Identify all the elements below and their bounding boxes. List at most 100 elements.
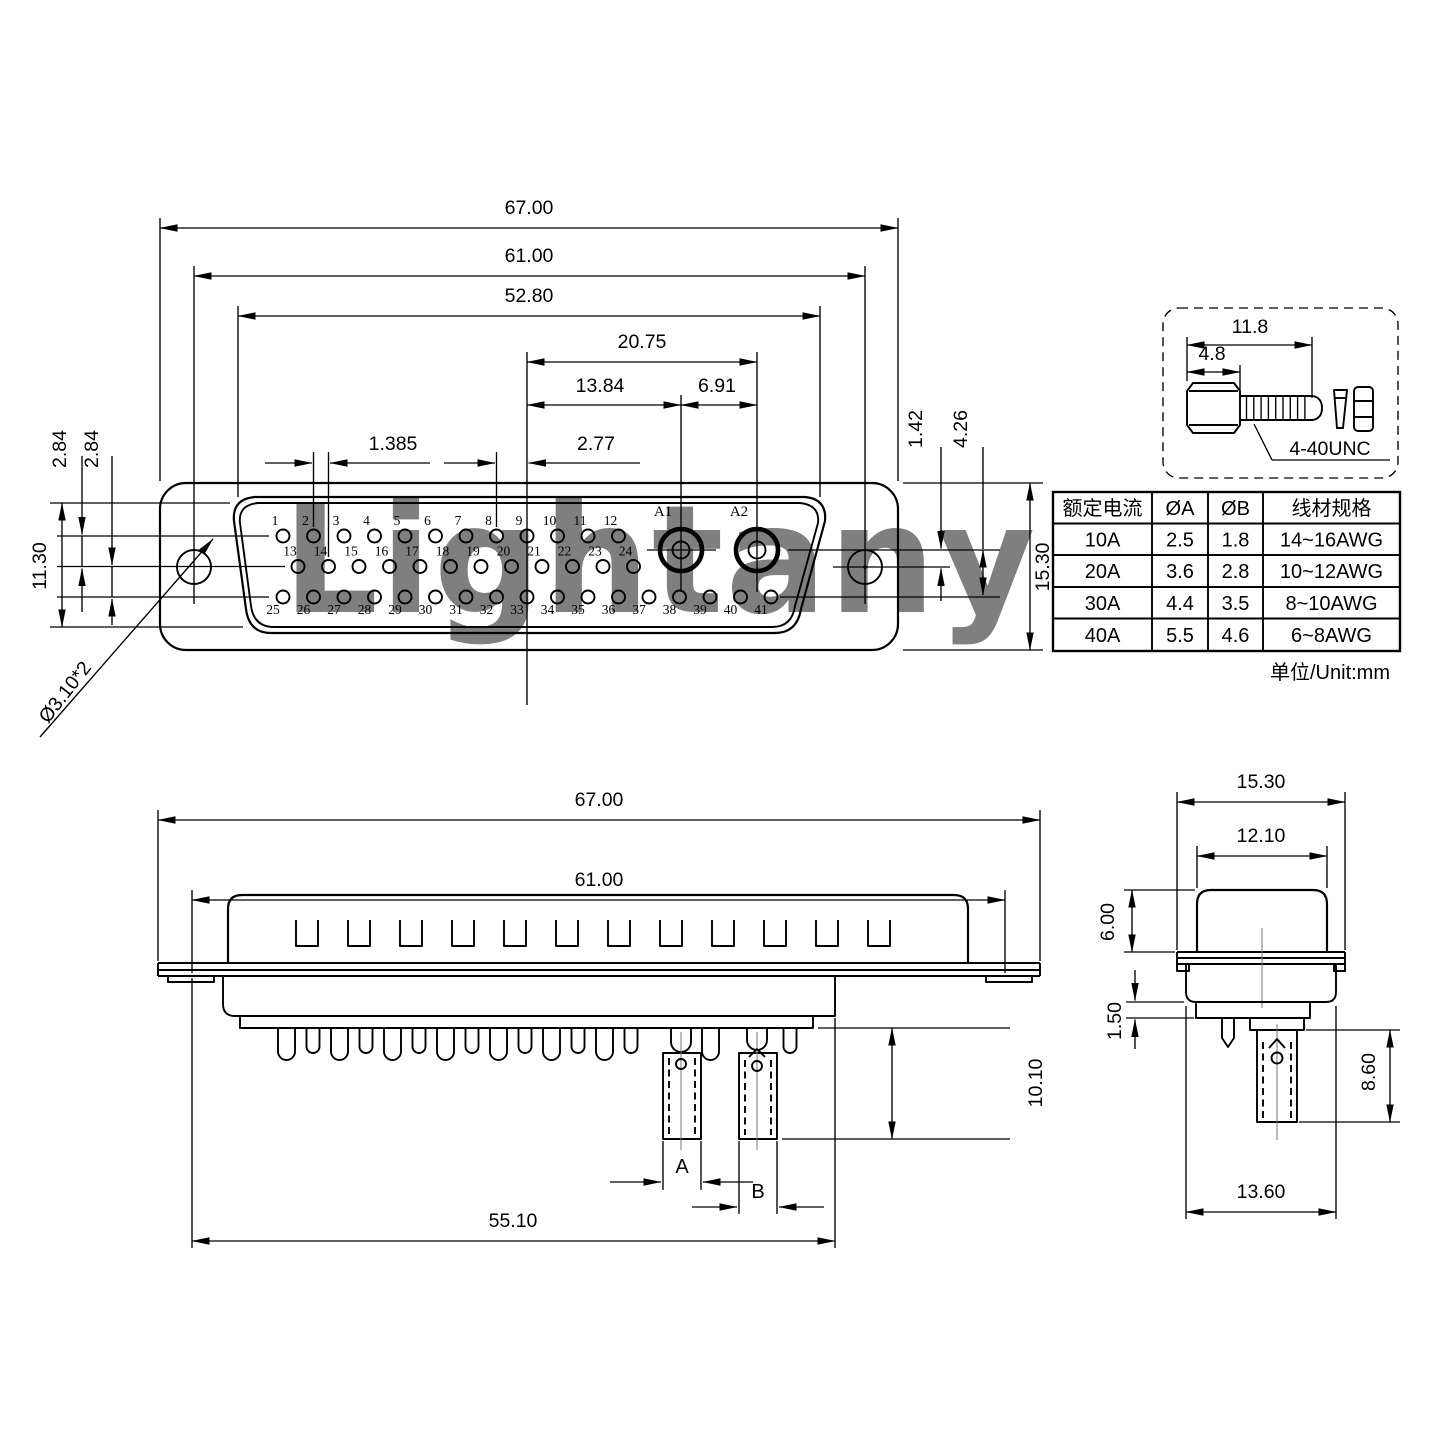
table-border xyxy=(1051,490,1402,653)
table-data-cell: 8~10AWG xyxy=(1285,593,1377,615)
dim-screw-length: 11.8 xyxy=(1232,316,1269,338)
table-header-cell: 额定电流 xyxy=(1063,497,1143,520)
pin-contact xyxy=(367,589,382,605)
shell-slot xyxy=(347,920,371,947)
shell-slot xyxy=(815,920,839,947)
pin-number: 34 xyxy=(541,602,555,617)
pin-number: 9 xyxy=(516,513,523,528)
pin-contact xyxy=(321,559,336,574)
table-data-cell: 3.5 xyxy=(1222,593,1250,615)
shell-slot xyxy=(399,920,423,947)
pin-number: 26 xyxy=(297,602,311,617)
table-data-cell: 14~16AWG xyxy=(1280,529,1383,551)
pin-contact xyxy=(473,559,489,574)
table-data-cell: 1.8 xyxy=(1222,529,1250,551)
pin-contact xyxy=(458,589,474,605)
pv-shell xyxy=(1195,888,1329,952)
shell-slot xyxy=(607,920,631,947)
solder-pin xyxy=(570,1028,586,1054)
shell-slot xyxy=(763,920,787,947)
sv-tab-left xyxy=(167,975,215,983)
pv-insulator xyxy=(1185,964,1337,1003)
shell-slot xyxy=(711,920,735,947)
pin-number: 30 xyxy=(419,602,433,617)
pin-number: 15 xyxy=(344,544,358,559)
pin-number: 36 xyxy=(602,602,616,617)
shell-slot xyxy=(295,920,319,947)
pin-contact xyxy=(763,589,779,605)
pin-contact xyxy=(504,559,519,574)
dim-row-gap-1: 2.84 xyxy=(49,430,71,468)
pin-contact xyxy=(306,528,321,544)
solder-pin xyxy=(358,1028,374,1054)
solder-pin xyxy=(542,1028,561,1061)
dim-overall-width: 67.00 xyxy=(505,197,554,219)
pin-contact xyxy=(397,528,413,544)
table-data-cell: 6~8AWG xyxy=(1291,625,1372,647)
side-view: 67.00 61.00 xyxy=(157,789,1047,1248)
pin-number: 31 xyxy=(449,602,463,617)
pin-contact xyxy=(733,589,748,605)
sv-shell xyxy=(226,893,970,963)
sv-slots xyxy=(295,920,891,947)
d-face-inner xyxy=(238,502,820,628)
pin-number: 18 xyxy=(436,544,450,559)
solder-pin xyxy=(277,1028,296,1061)
pin-number: 6 xyxy=(424,513,431,528)
pin-contact xyxy=(412,559,428,574)
solder-pin xyxy=(411,1028,427,1054)
dim-terminal-b-label: B xyxy=(751,1181,764,1203)
pin-contact xyxy=(595,559,611,574)
solder-pin xyxy=(489,1028,508,1061)
table-header-cell: ØB xyxy=(1221,498,1250,520)
dim-pv-shell-height: 6.00 xyxy=(1097,903,1119,941)
pin-number: 38 xyxy=(663,602,677,617)
dim-coax-drop: 1.42 xyxy=(905,410,927,448)
dim-sv-tail-width: 55.10 xyxy=(489,1210,538,1232)
pin-number: 40 xyxy=(724,602,738,617)
dim-face-width: 52.80 xyxy=(505,285,554,307)
pin-number: 10 xyxy=(543,513,557,528)
pin-contact xyxy=(382,559,397,574)
pin-number: 13 xyxy=(283,544,297,559)
pv-tab-right xyxy=(1333,963,1346,972)
dim-coax-a1-offset: 13.84 xyxy=(576,375,625,397)
dim-face-height: 11.30 xyxy=(29,542,51,590)
watermark-text: Lightany xyxy=(283,474,1038,648)
dim-coax-span: 20.75 xyxy=(618,331,667,353)
table-data-cell: 30A xyxy=(1085,593,1121,615)
pin-contact xyxy=(489,528,504,544)
pin-contact xyxy=(641,589,657,605)
pin-number: 29 xyxy=(388,602,402,617)
pv-step xyxy=(1195,1002,1311,1019)
shell-slot xyxy=(659,920,683,947)
pin-number: 19 xyxy=(466,544,480,559)
sv-tab-right xyxy=(985,975,1033,983)
pin-contact xyxy=(489,589,504,605)
pin-contact xyxy=(550,589,565,605)
pin-number: 4 xyxy=(363,513,370,528)
pin-number: 2 xyxy=(302,513,309,528)
solder-pin xyxy=(782,1028,798,1054)
table-data-cell: 5.5 xyxy=(1166,625,1194,647)
pin-number: 37 xyxy=(632,602,646,617)
spec-table-grid xyxy=(1051,490,1402,653)
solder-pin xyxy=(595,1028,614,1061)
wedge-part xyxy=(1333,389,1348,429)
screw-tip xyxy=(1312,395,1323,421)
dim-mount-width: 61.00 xyxy=(505,245,554,267)
table-data-cell: 40A xyxy=(1085,625,1121,647)
dim-screw-head: 4.8 xyxy=(1198,343,1225,365)
pin-number: 23 xyxy=(588,544,602,559)
dim-half-pitch: 1.385 xyxy=(369,433,418,455)
pin-contact xyxy=(626,559,641,574)
pin-contact xyxy=(336,528,352,544)
screw-detail: 11.8 4.8 4-40UNC xyxy=(1162,307,1399,479)
dim-row3-drop: 4.26 xyxy=(950,410,972,448)
dim-pv-terminal-length: 8.60 xyxy=(1358,1053,1380,1091)
pin-contact xyxy=(428,589,443,605)
